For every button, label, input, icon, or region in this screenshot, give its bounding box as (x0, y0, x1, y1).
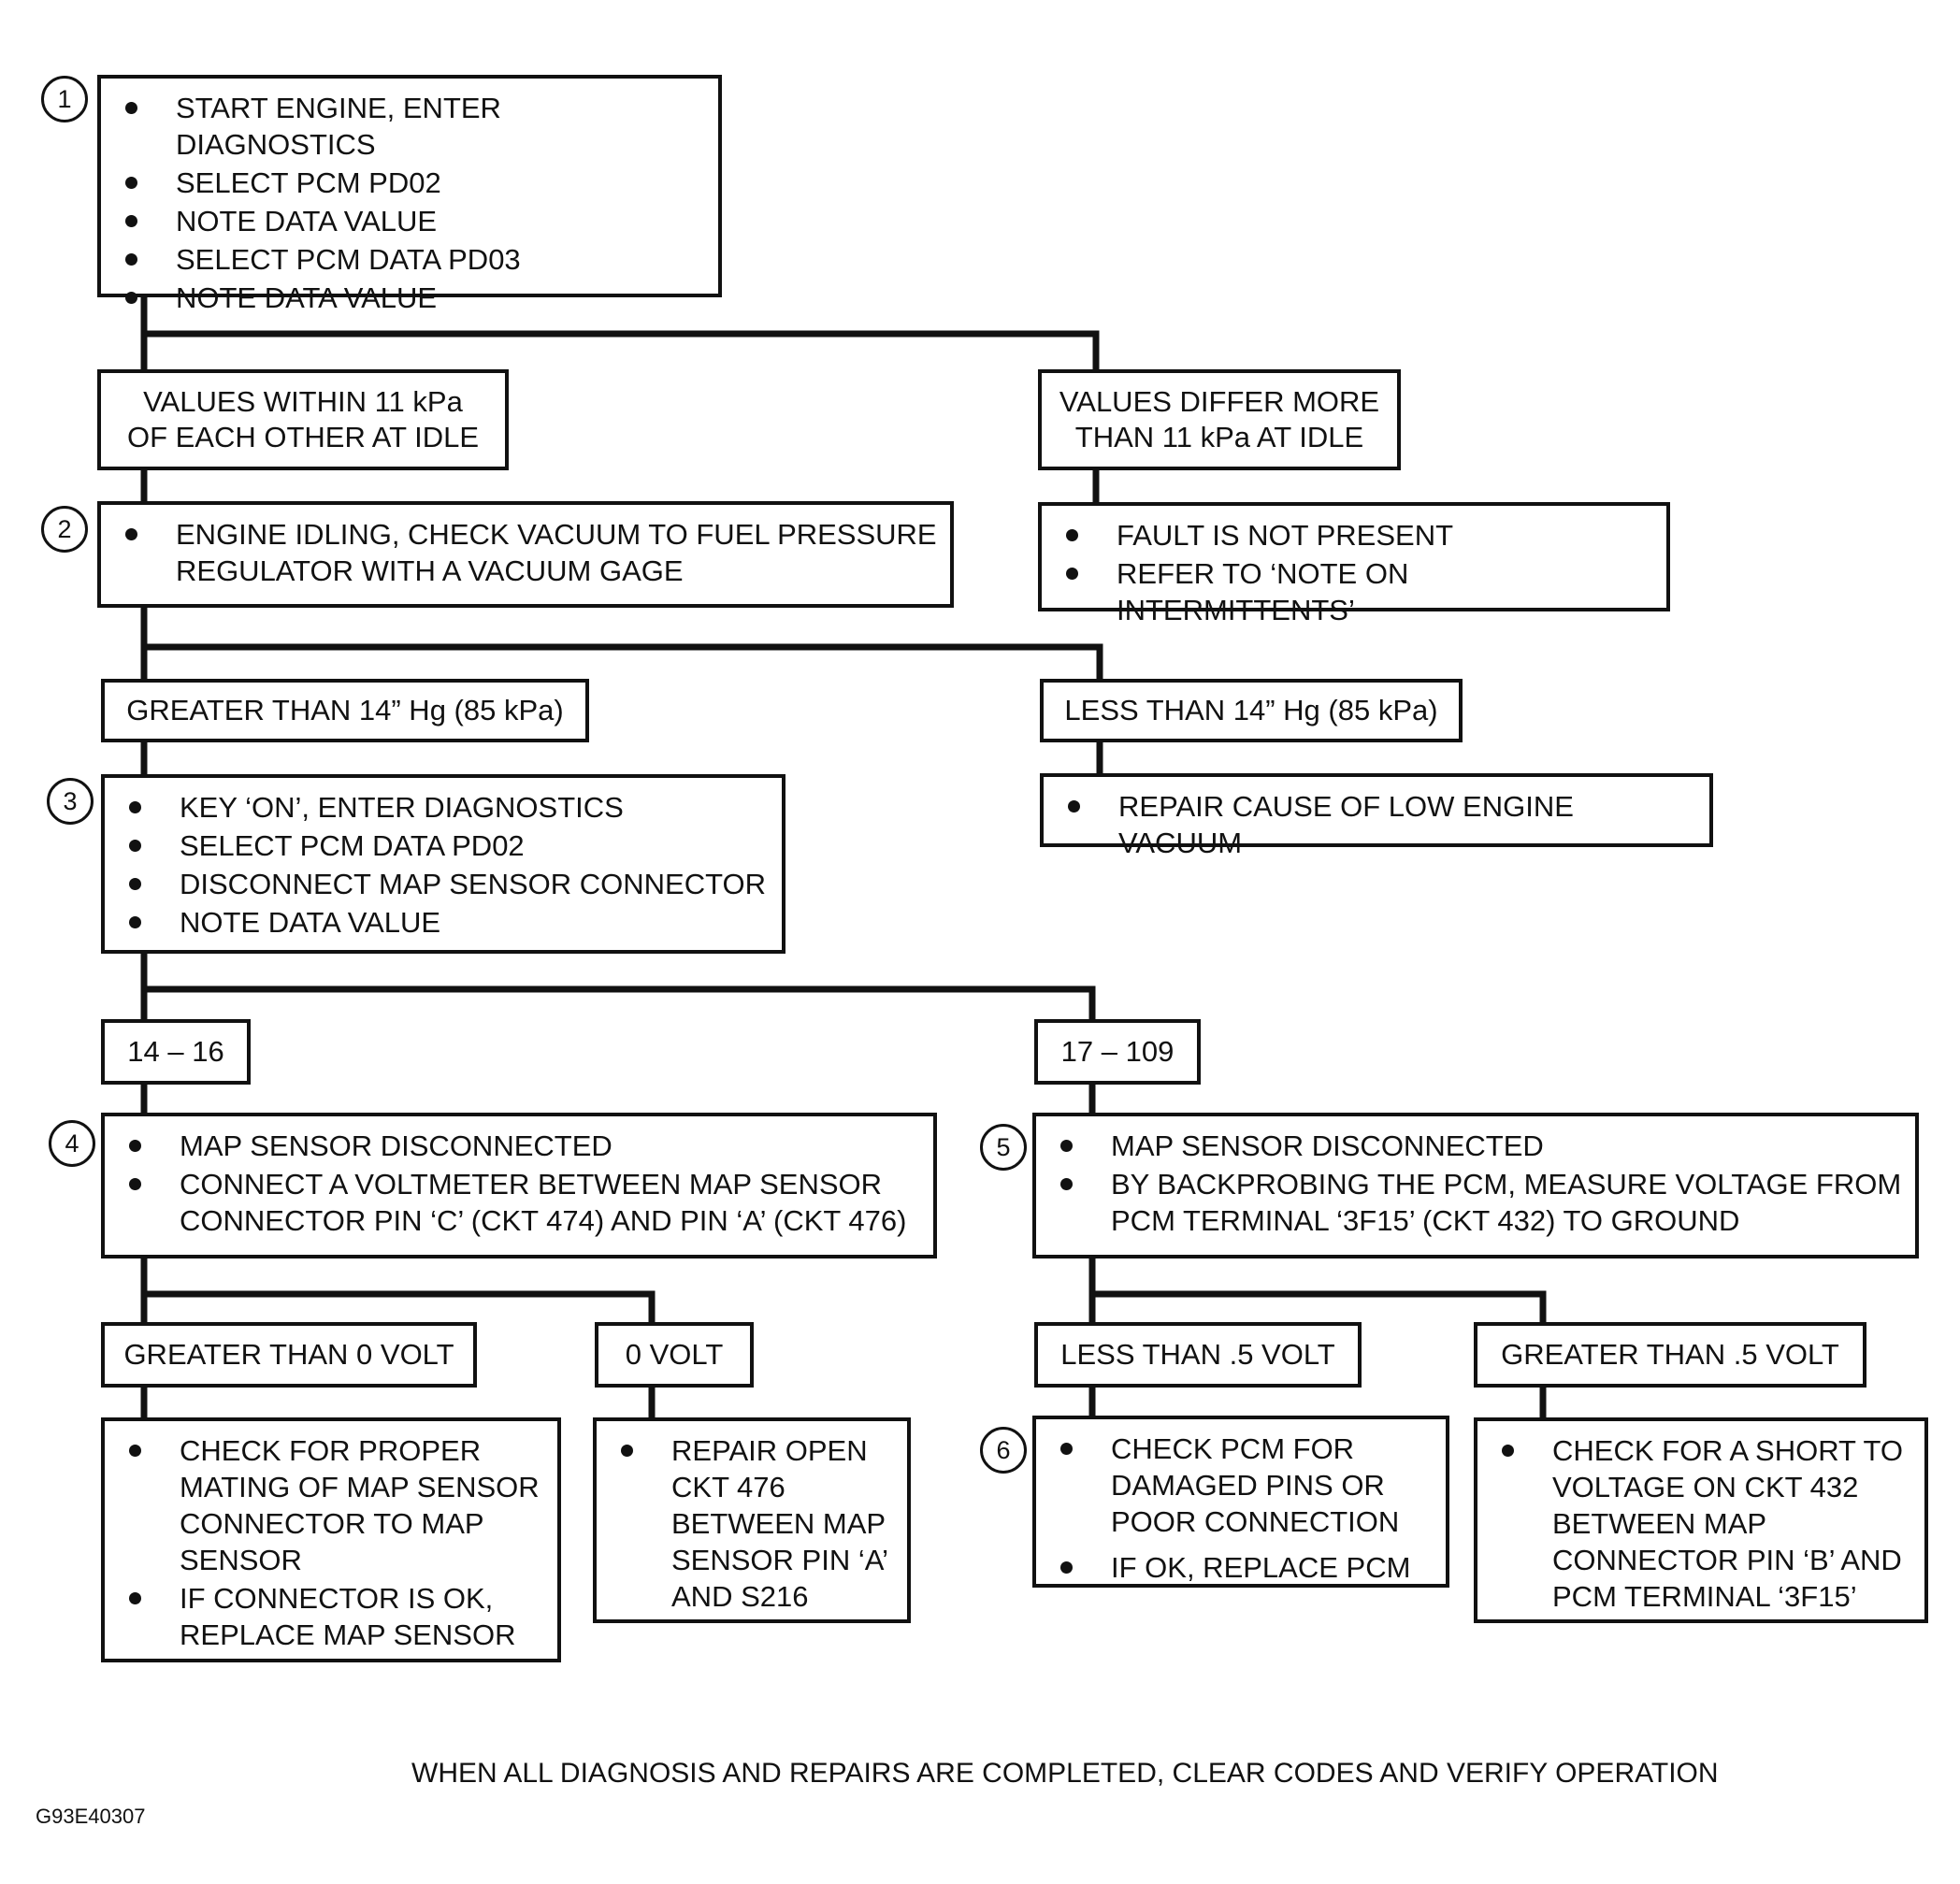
result-less-14-hg: LESS THAN 14” Hg (85 kPa) (1040, 679, 1463, 742)
footer-instruction: WHEN ALL DIAGNOSIS AND REPAIRS ARE COMPL… (411, 1758, 1719, 1789)
step-1-item: NOTE DATA VALUE (122, 203, 705, 239)
result-greater-0-volt: GREATER THAN 0 VOLT (101, 1322, 477, 1388)
step-6-box: CHECK PCM FOR DAMAGED PINS OR POOR CONNE… (1032, 1416, 1449, 1588)
step-3-box: KEY ‘ON’, ENTER DIAGNOSTICS SELECT PCM D… (101, 774, 785, 954)
step-number-6: 6 (980, 1427, 1027, 1474)
result-range-17-109: 17 – 109 (1034, 1019, 1201, 1085)
step-1-item: SELECT PCM PD02 (122, 165, 705, 201)
action-item: REPAIR CAUSE OF LOW ENGINE VACUUM (1064, 788, 1696, 861)
action-repair-open: REPAIR OPEN CKT 476 BETWEEN MAP SENSOR P… (593, 1417, 911, 1623)
step-2-item: ENGINE IDLING, CHECK VACUUM TO FUEL PRES… (122, 516, 937, 589)
step-1-box: START ENGINE, ENTER DIAGNOSTICS SELECT P… (97, 75, 722, 314)
step-5-box: MAP SENSOR DISCONNECTED BY BACKPROBING T… (1032, 1113, 1919, 1258)
action-item: REPAIR OPEN CKT 476 BETWEEN MAP SENSOR P… (617, 1432, 894, 1615)
result-0-volt: 0 VOLT (595, 1322, 754, 1388)
result-greater-14-hg: GREATER THAN 14” Hg (85 kPa) (101, 679, 589, 742)
step-5-item: MAP SENSOR DISCONNECTED (1057, 1128, 1902, 1164)
result-greater-05-volt: GREATER THAN .5 VOLT (1474, 1322, 1866, 1388)
figure-id: G93E40307 (36, 1805, 146, 1828)
step-1-item: START ENGINE, ENTER DIAGNOSTICS (122, 90, 705, 163)
step-6-item: CHECK PCM FOR DAMAGED PINS OR POOR CONNE… (1057, 1431, 1433, 1540)
step-number-1: 1 (41, 76, 88, 122)
step-3-item: KEY ‘ON’, ENTER DIAGNOSTICS (125, 789, 769, 826)
action-item: FAULT IS NOT PRESENT (1062, 517, 1653, 554)
action-item: CHECK FOR A SHORT TO VOLTAGE ON CKT 432 … (1498, 1432, 1911, 1615)
action-check-mating: CHECK FOR PROPER MATING OF MAP SENSOR CO… (101, 1417, 561, 1662)
step-3-item: NOTE DATA VALUE (125, 904, 769, 941)
step-number-3: 3 (47, 778, 94, 825)
step-1-item: SELECT PCM DATA PD03 (122, 241, 705, 278)
step-2-box: ENGINE IDLING, CHECK VACUUM TO FUEL PRES… (97, 501, 954, 608)
action-check-short: CHECK FOR A SHORT TO VOLTAGE ON CKT 432 … (1474, 1417, 1928, 1623)
action-repair-low-vacuum: REPAIR CAUSE OF LOW ENGINE VACUUM (1040, 773, 1713, 859)
result-range-14-16: 14 – 16 (101, 1019, 251, 1085)
action-item: CHECK FOR PROPER MATING OF MAP SENSOR CO… (125, 1432, 544, 1578)
step-1-item: NOTE DATA VALUE (122, 280, 705, 316)
step-4-item: CONNECT A VOLTMETER BETWEEN MAP SENSOR C… (125, 1166, 920, 1239)
action-fault-not-present: FAULT IS NOT PRESENT REFER TO ‘NOTE ON I… (1038, 502, 1670, 626)
result-less-05-volt: LESS THAN .5 VOLT (1034, 1322, 1362, 1388)
action-item: IF CONNECTOR IS OK, REPLACE MAP SENSOR (125, 1580, 544, 1653)
step-number-4: 4 (49, 1120, 95, 1167)
step-3-item: DISCONNECT MAP SENSOR CONNECTOR (125, 866, 769, 902)
step-6-item: IF OK, REPLACE PCM (1057, 1549, 1433, 1586)
step-number-2: 2 (41, 506, 88, 553)
step-4-item: MAP SENSOR DISCONNECTED (125, 1128, 920, 1164)
action-item: REFER TO ‘NOTE ON INTERMITTENTS’ (1062, 555, 1653, 628)
step-5-item: BY BACKPROBING THE PCM, MEASURE VOLTAGE … (1057, 1166, 1902, 1239)
step-4-box: MAP SENSOR DISCONNECTED CONNECT A VOLTME… (101, 1113, 937, 1258)
step-number-5: 5 (980, 1124, 1027, 1171)
step-3-item: SELECT PCM DATA PD02 (125, 827, 769, 864)
